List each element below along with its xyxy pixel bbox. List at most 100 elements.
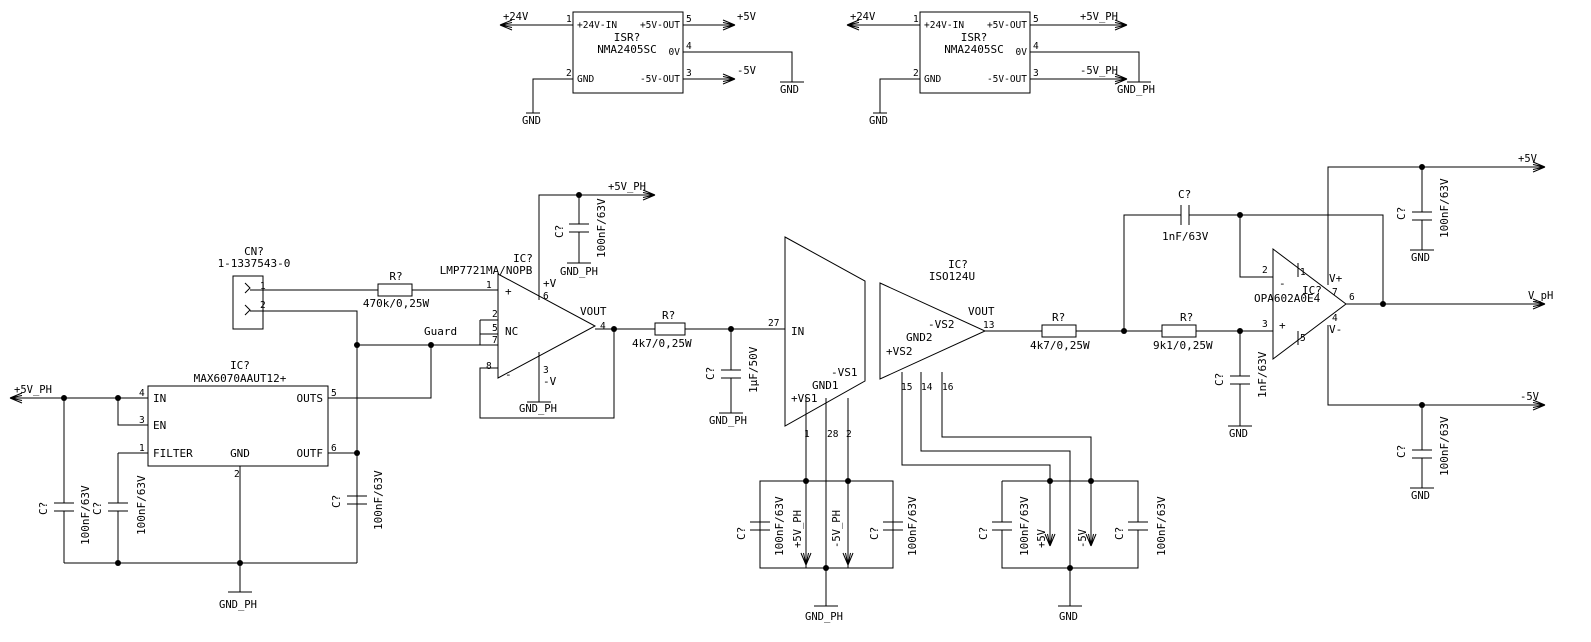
isr1-pinnum-pos: 5 <box>686 14 692 25</box>
reference-pinnum-filter: 1 <box>139 443 145 454</box>
input-cap2-gnd-net: GND <box>1229 428 1248 440</box>
isolator-pinnum-vs1-neg: 2 <box>846 429 852 440</box>
iso-side2-gnd-net: GND <box>1059 611 1078 623</box>
isolator: IC? ISO124U IN GND1 +VS1 -VS1 GND2 +VS2 … <box>735 236 1168 623</box>
isolator-input-side <box>784 236 866 427</box>
isr1-neg-net: -5V <box>737 65 757 77</box>
amp2-ref: IC? <box>1302 284 1322 297</box>
isr2-pin-pos-label: +5V-OUT <box>987 20 1027 31</box>
input-cap2-value: 1nF/63V <box>1256 351 1269 398</box>
amp2-pin-minus: - <box>1279 277 1286 290</box>
junctions <box>61 164 1425 571</box>
iso-side1-pos-net: +5V_PH <box>792 510 804 548</box>
lowpass-filter: R? 4k7/0,25W C? 1µF/50V GND_PH <box>632 309 785 427</box>
ref-cap1-value: 100nF/63V <box>79 485 92 545</box>
isr1-part: NMA2405SC <box>597 43 657 56</box>
isr2-body <box>919 11 1031 94</box>
input-cap2-ref: C? <box>1213 373 1226 386</box>
connector-pin1: 1 <box>260 281 266 292</box>
reference-pinnum-in: 4 <box>139 388 145 399</box>
isr1-gnd-net: GND <box>522 115 541 127</box>
iso-side2-cap2-value: 100nF/63V <box>1155 496 1168 556</box>
isolator-pin-vs1-pos: +VS1 <box>791 392 818 405</box>
amp1-pinnum-nc-a: 2 <box>492 309 498 320</box>
amp2-cap2-value: 100nF/63V <box>1438 416 1451 476</box>
connector-body <box>232 275 264 330</box>
reference-body <box>147 385 329 467</box>
amp2-part: OPA602A0E4 <box>1254 292 1321 305</box>
amp1-pinnum-nc-b: 5 <box>492 323 498 334</box>
reference-gnd-net: GND_PH <box>219 599 257 611</box>
isr1-ref: ISR? <box>614 31 641 44</box>
isr1-zero-net: GND <box>780 84 799 96</box>
iso-side2-neg-net: -5V <box>1077 528 1089 548</box>
amp1-pinnum-nc-c: 7 <box>492 335 498 346</box>
reference-pinnum-en: 3 <box>139 415 145 426</box>
isolator-pinnum-vout: 13 <box>983 320 994 331</box>
amp2-pinnum-vplus: 7 <box>1332 287 1338 298</box>
amp2-pin-vplus: V+ <box>1329 272 1343 285</box>
isr2-in-net: +24V <box>850 11 876 23</box>
r-filter-value: 4k7/0,25W <box>632 337 692 350</box>
amp1-pinnum-vminus: 3 <box>543 365 549 376</box>
r-out1-ref: R? <box>1052 311 1065 324</box>
guard-label: Guard <box>424 325 457 338</box>
r-out1 <box>1041 324 1077 338</box>
isr2-pos-net: +5V_PH <box>1080 11 1118 23</box>
isolator-pinnum-vs2-neg: 16 <box>942 382 954 393</box>
amp1-pinnum-minus: 8 <box>486 361 492 372</box>
amp2-cap1-ref: C? <box>1395 207 1408 220</box>
amp2-pinnum-n1: 1 <box>1300 267 1306 278</box>
amp1-part: LMP7721MA/NOPB <box>440 264 533 277</box>
reference-pin-outs: OUTS <box>297 392 324 405</box>
reference-part: MAX6070AAUT12+ <box>194 372 287 385</box>
amp2-cap1-gnd-net: GND <box>1411 252 1430 264</box>
amp2-cap1-value: 100nF/63V <box>1438 178 1451 238</box>
isr2-pinnum-in: 1 <box>913 14 919 25</box>
isr1-pinnum-in: 1 <box>566 14 572 25</box>
amp1-supply-net: +5V_PH <box>608 181 646 193</box>
isolator-pin-gnd1: GND1 <box>812 379 839 392</box>
amp2-out-net: V_pH <box>1528 290 1553 302</box>
filter-cap-gnd-net: GND_PH <box>709 415 747 427</box>
amp2-cap2-ref: C? <box>1395 445 1408 458</box>
r-filter-ref: R? <box>662 309 675 322</box>
amp1-ref: IC? <box>513 252 533 265</box>
reference-pin-in: IN <box>153 392 166 405</box>
iso-side1-cap2-ref: C? <box>868 527 881 540</box>
isr1-pin-zero-label: 0V <box>669 47 681 58</box>
connector-pin2: 2 <box>260 300 266 311</box>
isolator-pin-gnd2: GND2 <box>906 331 933 344</box>
amp1-gnd-net: GND_PH <box>519 403 557 415</box>
iso-side1-neg-net: -5V_PH <box>831 510 843 548</box>
iso-side1-gnd-net: GND_PH <box>805 611 843 623</box>
isr1-pin-in-label: +24V-IN <box>577 20 617 31</box>
isolator-output-side <box>879 282 987 380</box>
r-out1-value: 4k7/0,25W <box>1030 339 1090 352</box>
isr2-gnd-net: GND <box>869 115 888 127</box>
amp2-pinnum-plus: 3 <box>1262 319 1268 330</box>
isr2-zero-net: GND_PH <box>1117 84 1155 96</box>
amp2-pinnum-minus: 2 <box>1262 265 1268 276</box>
isr1-pin-neg-label: -5V-OUT <box>640 74 680 85</box>
amp2-pin-plus: + <box>1279 319 1286 332</box>
isr1-in-net: +24V <box>503 11 529 23</box>
reference-pinnum-gnd: 2 <box>234 469 240 480</box>
r-input <box>377 283 413 297</box>
power-module-1: ISR? NMA2405SC +24V-IN GND +5V-OUT 0V -5… <box>499 11 804 127</box>
feedback-cap-value: 1nF/63V <box>1162 230 1209 243</box>
isr1-body <box>572 11 684 94</box>
amp2-pos-net: +5V <box>1518 153 1538 165</box>
isolator-pinnum-gnd2: 14 <box>921 382 933 393</box>
r-out2-ref: R? <box>1180 311 1193 324</box>
amp2-cap2-gnd-net: GND <box>1411 490 1430 502</box>
amp1-pinnum-vout: 4 <box>600 321 606 332</box>
reference-pin-en: EN <box>153 419 166 432</box>
isr2-pinnum-neg: 3 <box>1033 68 1039 79</box>
isolator-pinnum-in: 27 <box>768 318 779 329</box>
amp1: IC? LMP7721MA/NOPB + - NC +V -V VOUT 1 6… <box>440 181 656 419</box>
isolator-ref: IC? <box>948 258 968 271</box>
reference-pin-outf: OUTF <box>297 447 324 460</box>
isr1-pinnum-gnd: 2 <box>566 68 572 79</box>
r-input-ref: R? <box>389 270 402 283</box>
